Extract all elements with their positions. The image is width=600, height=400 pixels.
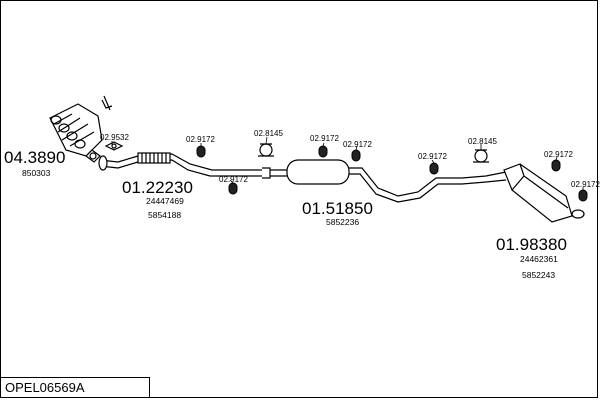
fitting-label: 02.9172 [418,152,447,161]
fitting-label: 02.9532 [100,133,129,142]
middle-silencer [270,159,462,203]
part-ref: 5852243 [522,270,555,280]
diagram-code: OPEL06569A [0,377,150,398]
part-number: 04.3890 [4,148,65,167]
fitting-label: 02.9172 [219,175,248,184]
fitting-label: 02.9172 [310,134,339,143]
part-ref: 5852236 [326,217,359,227]
part-number: 01.22230 [122,178,193,197]
rubber-mount-icon [196,145,588,202]
gasket-icon [104,141,124,151]
part-number: 01.98380 [496,235,567,254]
part-ref: 24462361 [520,254,558,264]
exhaust-manifold [49,95,113,163]
part-number: 01.51850 [302,199,373,218]
clamp-icon [258,143,489,163]
fitting-label: 02.9172 [571,180,600,189]
fitting-label: 02.8145 [468,137,497,146]
fitting-label: 02.8145 [254,129,283,138]
fitting-label: 02.9172 [343,140,372,149]
part-ref: 850303 [22,168,51,178]
part-ref: 5854188 [148,210,181,220]
part-ref: 24447469 [146,196,184,206]
front-pipe [98,152,271,179]
fitting-label: 02.9172 [186,135,215,144]
rear-silencer [461,163,585,223]
fitting-label: 02.9172 [544,150,573,159]
leader-lines [111,136,584,190]
